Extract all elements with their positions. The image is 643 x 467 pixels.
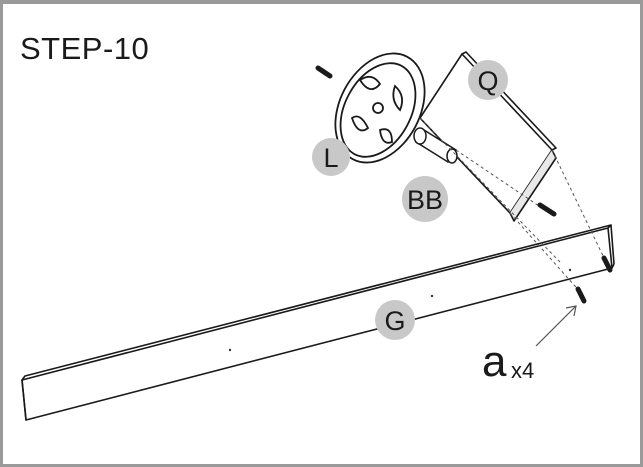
label-q: Q <box>477 66 498 96</box>
screw-mark <box>575 286 587 304</box>
beam-part <box>21 224 615 421</box>
step-title: STEP-10 <box>20 31 150 66</box>
callout-l: L <box>312 138 350 176</box>
wheel-part <box>334 52 426 164</box>
screw-mark <box>315 65 333 79</box>
hardware-arrow <box>535 305 577 347</box>
label-l: L <box>323 143 338 173</box>
bracket-part <box>419 51 557 222</box>
label-bb: BB <box>407 185 443 215</box>
screw-mark <box>537 202 557 217</box>
screw-mark <box>601 255 613 273</box>
axle-part <box>413 127 458 164</box>
callout-q: Q <box>468 60 508 100</box>
label-g: G <box>384 306 405 336</box>
callout-bb: BB <box>402 176 448 222</box>
hardware-quantity: x4 <box>511 358 534 383</box>
hardware-letter: a <box>482 337 507 386</box>
screw-marks <box>315 65 613 304</box>
callout-g: G <box>375 300 415 340</box>
assembly-guides <box>419 117 607 295</box>
